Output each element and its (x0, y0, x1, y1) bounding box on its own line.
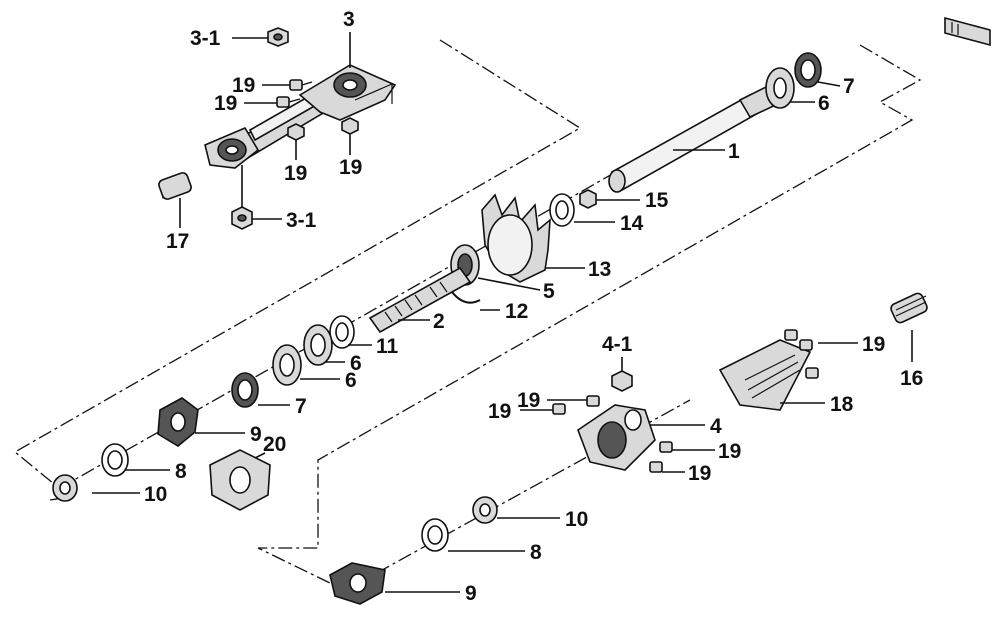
bolt-19-d (341, 117, 359, 135)
flange-9-upper (157, 397, 199, 447)
oil-seal-7-top (794, 52, 822, 88)
brand-logo-icon (944, 16, 991, 47)
bolt-19-j (659, 441, 673, 453)
callout-14: 14 (620, 212, 644, 235)
nut-3-1-upper (267, 27, 289, 47)
bolt-19-g (805, 367, 819, 379)
bolt-19-i (552, 403, 566, 415)
drive-shaft (608, 82, 784, 193)
nut-10-upper (52, 474, 78, 502)
callout-9a: 9 (250, 423, 262, 446)
assembly-outline-right (257, 44, 922, 601)
callout-5: 5 (543, 280, 555, 303)
nut-10-lower (472, 496, 498, 524)
callout-19h: 19 (718, 440, 741, 463)
callout-3-1b: 3-1 (286, 209, 317, 232)
nut-3-1-lower (231, 206, 253, 230)
callout-19i: 19 (688, 462, 711, 485)
callout-10b: 10 (565, 508, 588, 531)
bearing-6-top (765, 67, 795, 109)
callout-10a: 10 (144, 483, 167, 506)
callout-13: 13 (588, 258, 611, 281)
flange-20 (209, 449, 271, 511)
propeller-shaft-assembly (204, 64, 397, 169)
bolt-19-h (586, 395, 600, 407)
callout-4: 4 (710, 415, 722, 438)
nut-4-1 (611, 370, 633, 392)
bolt-19-b (276, 96, 301, 108)
washer-11 (329, 315, 355, 349)
bolt-19-f (799, 339, 813, 351)
callout-6b: 6 (350, 352, 362, 375)
callout-7b: 7 (295, 395, 307, 418)
callout-20: 20 (263, 433, 286, 456)
callout-19d: 19 (339, 156, 362, 179)
callout-11: 11 (376, 335, 399, 358)
callout-3-1a: 3-1 (190, 27, 221, 50)
callout-18: 18 (830, 393, 854, 416)
callout-6c: 6 (345, 369, 357, 392)
flange-9-lower (329, 562, 386, 605)
callout-16: 16 (900, 367, 923, 390)
bevel-gear-13 (481, 193, 551, 283)
washer-8-lower (421, 518, 449, 552)
splined-shaft-2 (368, 266, 472, 334)
callout-9b: 9 (465, 582, 477, 605)
callout-12: 12 (505, 300, 528, 323)
callout-8b: 8 (530, 541, 542, 564)
oil-seal-7-mid (231, 372, 259, 408)
washer-8-upper (101, 443, 129, 477)
bearing-6-mid-a (303, 324, 333, 366)
callout-19f: 19 (517, 389, 540, 412)
callout-19g: 19 (488, 400, 511, 423)
callout-6a: 6 (818, 92, 830, 115)
callout-7a: 7 (843, 75, 855, 98)
callout-2: 2 (433, 310, 445, 333)
callout-19b: 19 (214, 92, 237, 115)
spring-16 (890, 292, 928, 324)
bearing-6-mid-b (272, 344, 302, 386)
callout-15: 15 (645, 189, 669, 212)
bolt-19-c (287, 123, 305, 141)
cover-18 (718, 339, 812, 411)
bolt-19-k (649, 461, 663, 473)
washer-14 (549, 193, 575, 227)
callout-3: 3 (343, 8, 355, 31)
housing-4 (577, 404, 656, 471)
spring-17 (158, 172, 192, 200)
callout-4-1: 4-1 (602, 333, 633, 356)
callout-8a: 8 (175, 460, 187, 483)
callout-1: 1 (728, 140, 740, 163)
callout-17: 17 (166, 230, 189, 253)
callout-19e: 19 (862, 333, 885, 356)
bolt-19-a (289, 79, 313, 91)
nut-15 (579, 189, 597, 209)
callout-19a: 19 (232, 74, 255, 97)
callout-19c: 19 (284, 162, 307, 185)
bolt-19-e (784, 329, 798, 341)
circlip-12 (451, 291, 481, 304)
